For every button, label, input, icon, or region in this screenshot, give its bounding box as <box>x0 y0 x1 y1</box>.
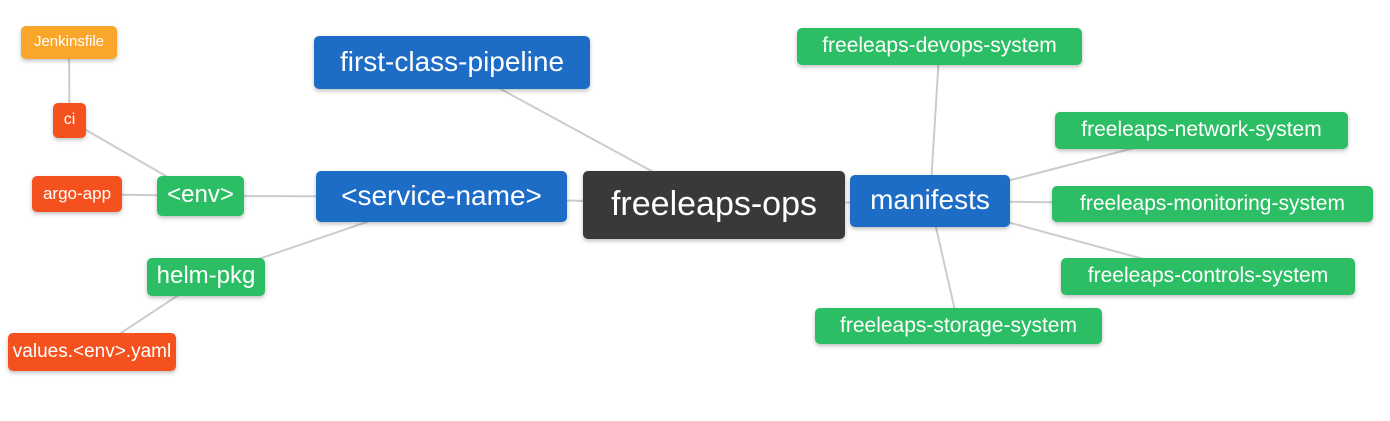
node-label: first-class-pipeline <box>339 45 565 77</box>
node-network-system[interactable]: freeleaps-network-system <box>1055 112 1348 149</box>
node-helm-pkg[interactable]: helm-pkg <box>147 258 265 296</box>
node-label: freeleaps-ops <box>610 185 817 223</box>
node-env[interactable]: <env> <box>157 176 244 216</box>
node-first-class-pipeline[interactable]: first-class-pipeline <box>314 36 590 89</box>
node-label: <service-name> <box>341 179 542 211</box>
node-label: freeleaps-monitoring-system <box>1080 191 1345 215</box>
node-label: ci <box>63 110 76 128</box>
node-argo-app[interactable]: argo-app <box>32 176 122 212</box>
node-label: freeleaps-controls-system <box>1087 264 1329 287</box>
node-service-name[interactable]: <service-name> <box>316 171 567 222</box>
node-label: freeleaps-storage-system <box>840 313 1077 337</box>
node-label: <env> <box>167 181 234 208</box>
node-jenkinsfile[interactable]: Jenkinsfile <box>21 26 117 59</box>
node-label: argo-app <box>42 183 112 203</box>
node-label: helm-pkg <box>156 262 256 289</box>
node-controls-system[interactable]: freeleaps-controls-system <box>1061 258 1355 295</box>
node-devops-system[interactable]: freeleaps-devops-system <box>797 28 1082 65</box>
node-manifests[interactable]: manifests <box>850 175 1010 227</box>
node-freeleaps-ops[interactable]: freeleaps-ops <box>583 171 845 239</box>
node-label: Jenkinsfile <box>33 33 105 50</box>
node-storage-system[interactable]: freeleaps-storage-system <box>815 308 1102 344</box>
node-label: freeleaps-network-system <box>1081 118 1322 141</box>
node-monitoring-system[interactable]: freeleaps-monitoring-system <box>1052 186 1373 222</box>
node-label: values.<env>.yaml <box>12 340 172 362</box>
node-values-env-yaml[interactable]: values.<env>.yaml <box>8 333 176 371</box>
node-label: manifests <box>870 184 990 215</box>
node-ci[interactable]: ci <box>53 103 86 138</box>
node-label: freeleaps-devops-system <box>822 34 1057 57</box>
